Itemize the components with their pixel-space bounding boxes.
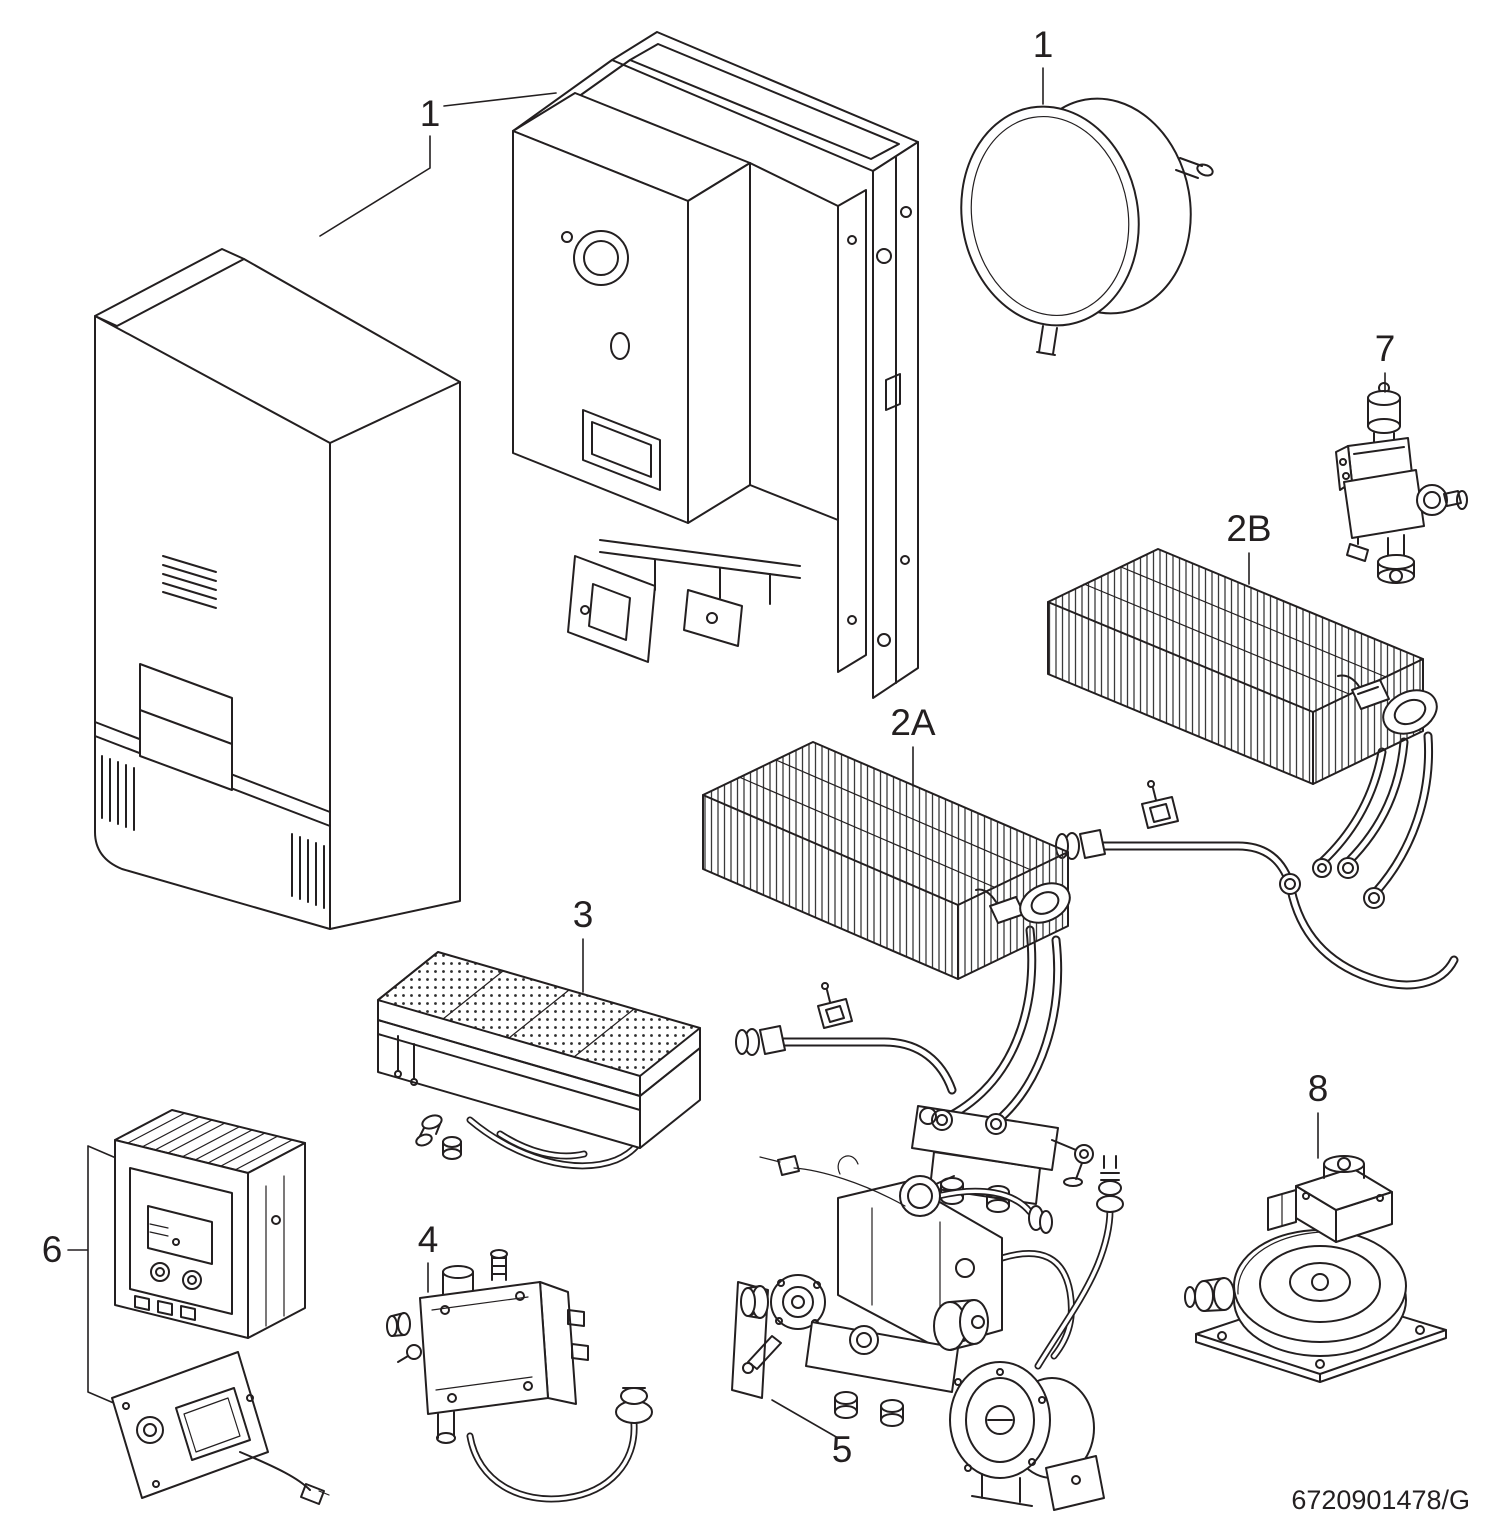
callout-label-hydraulic-assembly: 5 bbox=[832, 1429, 853, 1470]
part-hydraulic-assembly bbox=[731, 1155, 1124, 1511]
part-control-unit bbox=[67, 1109, 330, 1505]
part-expansion-vessel bbox=[960, 97, 1214, 356]
callout-label-heat-exchanger-b: 2B bbox=[1226, 508, 1271, 549]
part-gas-valve bbox=[386, 1249, 653, 1503]
part-burner bbox=[377, 951, 701, 1170]
callout-labels: 1 1 2A 2B 3 4 5 6 7 8 bbox=[42, 24, 1396, 1470]
part-inner-chassis bbox=[512, 31, 919, 699]
callout-label-casing: 1 bbox=[420, 93, 441, 134]
document-number: 6720901478/G bbox=[1291, 1485, 1470, 1515]
callout-label-heat-exchanger-a: 2A bbox=[890, 702, 936, 743]
part-heat-exchanger-b bbox=[1047, 548, 1459, 990]
part-solenoid-valve bbox=[1335, 382, 1468, 584]
part-heat-exchanger-a bbox=[702, 741, 1094, 1213]
callout-label-expansion-vessel: 1 bbox=[1033, 24, 1054, 65]
callout-label-solenoid-valve: 7 bbox=[1375, 328, 1396, 369]
callout-label-gas-valve: 4 bbox=[418, 1219, 439, 1260]
callout-label-burner: 3 bbox=[573, 894, 594, 935]
callout-leaders bbox=[319, 67, 1386, 1439]
part-outer-casing bbox=[94, 248, 461, 930]
part-fan-assembly bbox=[1184, 1155, 1447, 1383]
callout-label-control-unit: 6 bbox=[42, 1229, 63, 1270]
callout-label-fan-assembly: 8 bbox=[1308, 1068, 1329, 1109]
